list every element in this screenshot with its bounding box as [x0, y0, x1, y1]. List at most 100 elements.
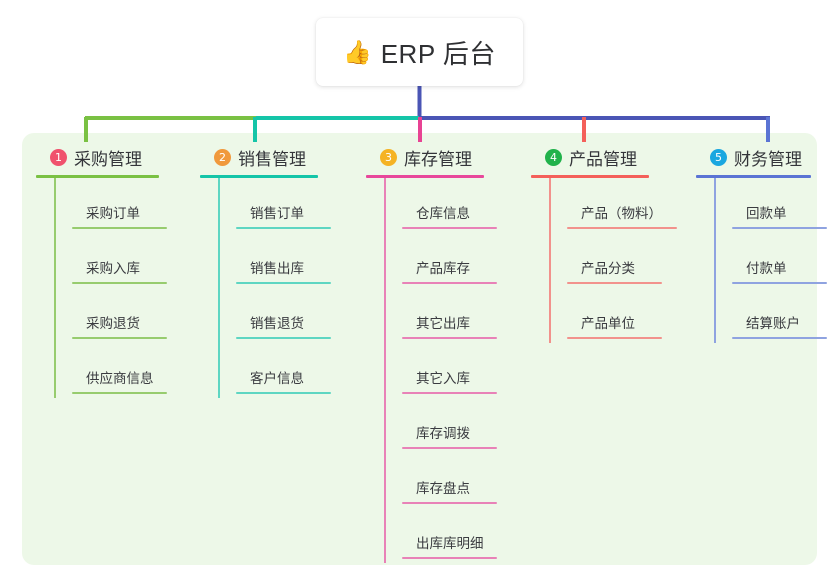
column-title-3: 库存管理: [404, 149, 472, 169]
column-badge-4: 4: [545, 148, 562, 166]
menu-item-label: 客户信息: [250, 371, 304, 386]
menu-item-label: 库存调拨: [416, 426, 470, 441]
column-badge-2: 2: [214, 148, 231, 166]
menu-item[interactable]: 采购订单: [54, 178, 167, 233]
column-items-4: 产品（物料） 产品分类产品单位: [531, 178, 677, 343]
menu-item-rule: [72, 282, 167, 284]
menu-item[interactable]: 结算账户: [714, 288, 827, 343]
menu-item[interactable]: 采购入库: [54, 233, 167, 288]
menu-item-label: 产品（物料）: [581, 206, 662, 221]
menu-item-rule: [402, 282, 497, 284]
menu-item-label: 采购入库: [86, 261, 140, 276]
menu-item-rule: [236, 227, 331, 229]
root-node-card[interactable]: 👍 ERP 后台: [316, 18, 523, 86]
column-header-2[interactable]: 2 销售管理: [200, 144, 318, 170]
menu-item[interactable]: 采购退货: [54, 288, 167, 343]
menu-item[interactable]: 销售退货: [218, 288, 331, 343]
thumbs-up-icon: 👍: [343, 38, 372, 65]
column-header-rule-4: [531, 175, 649, 178]
menu-item-rule: [732, 282, 827, 284]
menu-item-label: 回款单: [746, 206, 787, 221]
menu-item[interactable]: 其它入库: [384, 343, 497, 398]
column-items-2: 销售订单销售出库销售退货客户信息: [200, 178, 331, 398]
menu-item-label: 供应商信息: [86, 371, 154, 386]
diagram-background-panel: [22, 133, 817, 565]
menu-item[interactable]: 付款单: [714, 233, 827, 288]
menu-item-rule: [567, 282, 662, 284]
menu-item[interactable]: 回款单: [714, 178, 827, 233]
column-trunk-4: [549, 178, 551, 343]
menu-item[interactable]: 其它出库: [384, 288, 497, 343]
column-trunk-1: [54, 178, 56, 398]
menu-item-rule: [402, 557, 497, 559]
column-badge-3: 3: [380, 148, 397, 166]
column-header-rule-2: [200, 175, 318, 178]
menu-item-rule: [72, 227, 167, 229]
column-4: 4 产品管理产品（物料） 产品分类产品单位: [531, 144, 677, 343]
column-header-1[interactable]: 1 采购管理: [36, 144, 159, 170]
menu-item-rule: [732, 337, 827, 339]
column-badge-1: 1: [50, 148, 67, 166]
menu-item-rule: [72, 337, 167, 339]
menu-item-label: 其它入库: [416, 371, 470, 386]
menu-item-rule: [236, 337, 331, 339]
column-title-2: 销售管理: [238, 149, 306, 169]
menu-item-label: 其它出库: [416, 316, 470, 331]
menu-item[interactable]: 产品分类: [549, 233, 662, 288]
menu-item[interactable]: 产品（物料）: [549, 178, 677, 233]
root-node-title: ERP 后台: [380, 38, 496, 69]
menu-item-rule: [567, 227, 677, 229]
menu-item-rule: [402, 447, 497, 449]
column-2: 2 销售管理销售订单销售出库销售退货客户信息: [200, 144, 331, 398]
menu-item-label: 结算账户: [746, 316, 800, 331]
menu-item-label: 出库库明细: [416, 536, 484, 551]
column-badge-5: 5: [710, 148, 727, 166]
column-5: 5 财务管理回款单付款单结算账户: [696, 144, 827, 343]
menu-item-label: 仓库信息: [416, 206, 470, 221]
menu-item[interactable]: 仓库信息: [384, 178, 497, 233]
menu-item-label: 销售退货: [250, 316, 304, 331]
column-items-1: 采购订单采购入库采购退货供应商信息: [36, 178, 167, 398]
column-header-5[interactable]: 5 财务管理: [696, 144, 811, 170]
column-items-3: 仓库信息产品库存其它出库其它入库库存调拨库存盘点出库库明细: [366, 178, 497, 563]
menu-item-rule: [402, 227, 497, 229]
menu-item[interactable]: 产品单位: [549, 288, 662, 343]
menu-item[interactable]: 供应商信息: [54, 343, 167, 398]
column-title-5: 财务管理: [734, 149, 802, 169]
column-title-1: 采购管理: [74, 149, 142, 169]
menu-item-rule: [402, 502, 497, 504]
menu-item-label: 库存盘点: [416, 481, 470, 496]
menu-item[interactable]: 出库库明细: [384, 508, 497, 563]
menu-item[interactable]: 销售出库: [218, 233, 331, 288]
menu-item[interactable]: 产品库存: [384, 233, 497, 288]
column-header-3[interactable]: 3 库存管理: [366, 144, 484, 170]
column-title-4: 产品管理: [569, 149, 637, 169]
column-trunk-5: [714, 178, 716, 343]
menu-item[interactable]: 库存调拨: [384, 398, 497, 453]
menu-item-label: 产品库存: [416, 261, 470, 276]
menu-item-label: 采购退货: [86, 316, 140, 331]
menu-item-rule: [236, 282, 331, 284]
column-3: 3 库存管理仓库信息产品库存其它出库其它入库库存调拨库存盘点出库库明细: [366, 144, 497, 563]
menu-item-rule: [732, 227, 827, 229]
column-header-rule-5: [696, 175, 811, 178]
menu-item[interactable]: 销售订单: [218, 178, 331, 233]
menu-item-rule: [402, 392, 497, 394]
menu-item-label: 产品单位: [581, 316, 635, 331]
menu-item[interactable]: 库存盘点: [384, 453, 497, 508]
menu-item[interactable]: 客户信息: [218, 343, 331, 398]
column-items-5: 回款单付款单结算账户: [696, 178, 827, 343]
column-header-4[interactable]: 4 产品管理: [531, 144, 649, 170]
column-trunk-2: [218, 178, 220, 398]
menu-item-label: 采购订单: [86, 206, 140, 221]
menu-item-rule: [402, 337, 497, 339]
menu-item-label: 销售订单: [250, 206, 304, 221]
column-header-rule-1: [36, 175, 159, 178]
column-1: 1 采购管理采购订单采购入库采购退货供应商信息: [36, 144, 167, 398]
column-trunk-3: [384, 178, 386, 563]
menu-item-rule: [236, 392, 331, 394]
column-header-rule-3: [366, 175, 484, 178]
menu-item-label: 产品分类: [581, 261, 635, 276]
